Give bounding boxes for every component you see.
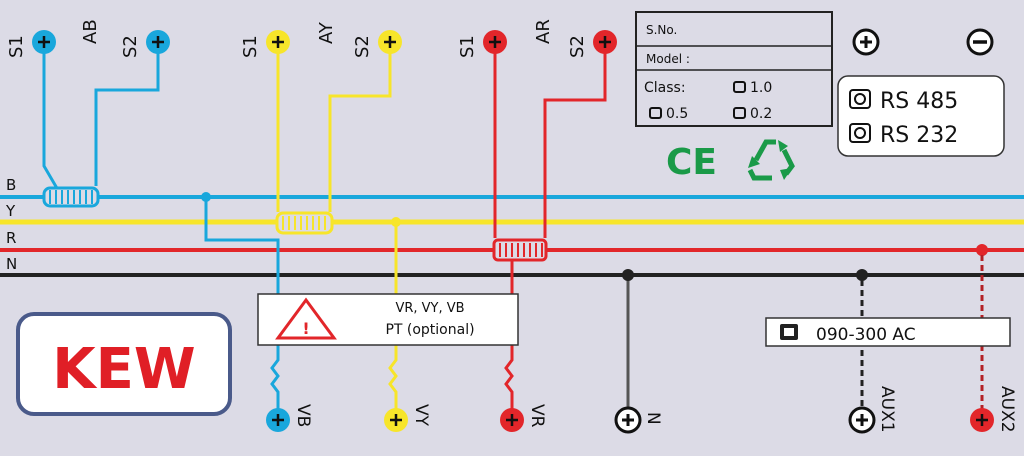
line-label-r: R xyxy=(6,229,16,247)
label-s1-red: S1 xyxy=(457,35,478,58)
plus-terminal[interactable] xyxy=(852,28,880,56)
rs232-label: RS 232 xyxy=(880,123,958,148)
recycle-icon xyxy=(747,139,795,181)
label-s1-yellow: S1 xyxy=(240,35,261,58)
label-n: N xyxy=(643,412,663,425)
label-s2-blue: S2 xyxy=(120,35,141,58)
terminal-aux1[interactable] xyxy=(848,406,876,434)
line-label-b: B xyxy=(6,176,16,194)
logo-text: KEW xyxy=(52,337,195,402)
ct-red-wiring xyxy=(493,42,607,238)
terminal-s1-red[interactable] xyxy=(483,30,507,54)
class-label: Class: xyxy=(644,80,686,96)
class-02-label: 0.2 xyxy=(750,106,772,122)
svg-text:!: ! xyxy=(302,319,309,338)
terminal-s1-yellow[interactable] xyxy=(266,30,290,54)
rs232-port-icon xyxy=(849,123,871,143)
label-vy: VY xyxy=(411,404,431,427)
rs485-label: RS 485 xyxy=(880,89,958,114)
line-labels: B Y R N xyxy=(5,176,17,273)
model-label: Model : xyxy=(646,52,690,66)
class-05-label: 0.5 xyxy=(666,106,688,122)
ct-yellow-wiring xyxy=(276,42,392,212)
class-10-checkbox xyxy=(733,81,746,93)
terminal-aux2[interactable] xyxy=(970,408,994,432)
sno-label: S.No. xyxy=(646,23,677,37)
pt-voltages: VR, VY, VB xyxy=(395,301,464,316)
label-s2-yellow: S2 xyxy=(352,35,373,58)
kew-logo: KEW xyxy=(16,312,232,416)
terminal-s2-yellow[interactable] xyxy=(378,30,402,54)
label-aux2: AUX2 xyxy=(997,386,1017,433)
terminal-vy[interactable] xyxy=(384,408,408,432)
class-10-label: 1.0 xyxy=(750,80,772,96)
class-05-checkbox xyxy=(649,107,662,119)
class-02-checkbox xyxy=(733,107,746,119)
bottom-labels: VB VY VR N AUX1 AUX2 xyxy=(293,386,1017,433)
label-vr: VR xyxy=(527,404,547,428)
pt-label: PT (optional) xyxy=(385,322,474,338)
bottom-terminals xyxy=(266,406,994,434)
label-aux1: AUX1 xyxy=(877,386,897,433)
label-ay: AY xyxy=(316,21,337,44)
comm-box: RS 485 RS 232 xyxy=(837,75,1005,157)
label-ar: AR xyxy=(533,19,554,44)
label-s2-red: S2 xyxy=(567,35,588,58)
aux-supply-text: 090-300 AC xyxy=(816,325,916,345)
terminal-s2-red[interactable] xyxy=(593,30,617,54)
voltage-taps xyxy=(204,197,630,412)
terminal-vb[interactable] xyxy=(266,408,290,432)
minus-terminal[interactable] xyxy=(966,28,994,56)
terminal-s2-blue[interactable] xyxy=(146,30,170,54)
junction-dots xyxy=(201,192,988,281)
ct-blue-wiring xyxy=(42,42,160,191)
warning-icon: ! xyxy=(275,297,337,340)
line-label-y: Y xyxy=(5,202,16,220)
line-label-n: N xyxy=(6,255,17,273)
pt-box: ! VR, VY, VB PT (optional) xyxy=(257,293,519,346)
voltage-leads xyxy=(270,345,514,412)
terminal-n[interactable] xyxy=(614,406,642,434)
ce-mark: CE xyxy=(666,142,717,183)
ct-coil-yellow xyxy=(275,211,334,235)
rs485-port-icon xyxy=(849,89,871,109)
label-s1-blue: S1 xyxy=(6,35,27,58)
label-ab: AB xyxy=(80,19,101,44)
label-vb: VB xyxy=(293,404,313,427)
aux-supply-label: 090-300 AC xyxy=(765,317,1011,347)
info-box: S.No. Model : Class: 1.0 0.5 0.2 xyxy=(635,11,833,127)
terminal-vr[interactable] xyxy=(500,408,524,432)
ct-terminals xyxy=(32,30,617,54)
ct-labels: S1 AB S2 S1 AY S2 S1 AR S2 xyxy=(6,19,588,58)
ct-coil-blue xyxy=(42,186,100,208)
ct-coil-red xyxy=(492,238,548,262)
terminal-s1-blue[interactable] xyxy=(32,30,56,54)
